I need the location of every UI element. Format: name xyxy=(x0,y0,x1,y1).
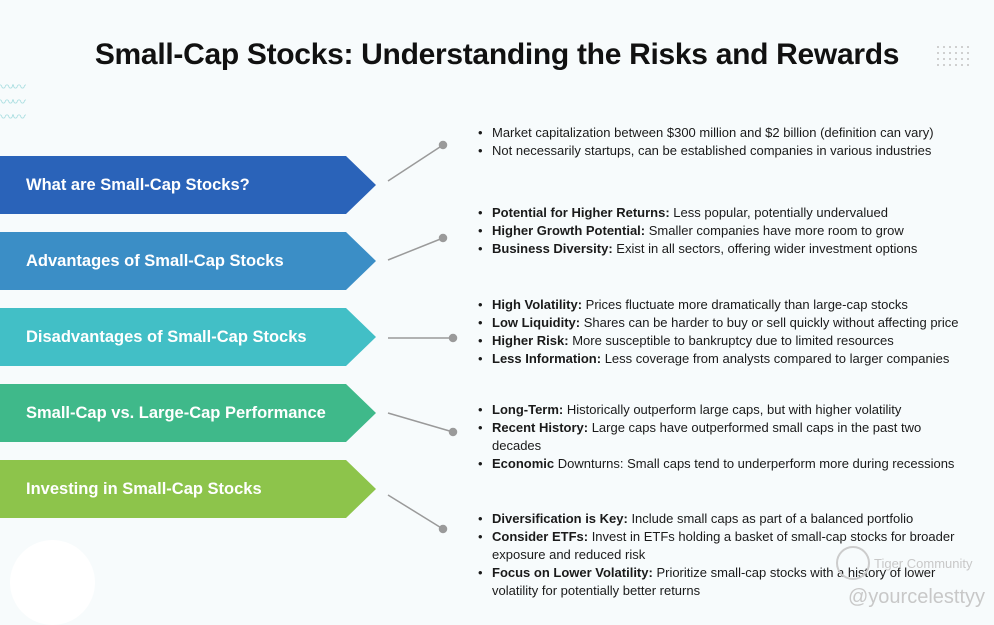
bullet-item: Less Information: Less coverage from ana… xyxy=(478,350,993,368)
connector-2 xyxy=(387,237,444,261)
bullet-item: Higher Risk: More susceptible to bankrup… xyxy=(478,332,993,350)
wave-decoration: 〰〰〰〰〰〰 xyxy=(0,79,26,125)
section-arrow-investing: Investing in Small-Cap Stocks xyxy=(0,460,376,518)
section-arrow-performance: Small-Cap vs. Large-Cap Performance xyxy=(0,384,376,442)
bullets-what-are: Market capitalization between $300 milli… xyxy=(478,124,993,160)
bullets-disadvantages: High Volatility: Prices fluctuate more d… xyxy=(478,296,993,368)
bullet-item: Consider ETFs: Invest in ETFs holding a … xyxy=(478,528,978,564)
bullet-item: Economic Downturns: Small caps tend to u… xyxy=(478,455,968,473)
tiger-logo-icon xyxy=(836,546,870,580)
section-arrow-what-are: What are Small-Cap Stocks? xyxy=(0,156,376,214)
connector-dot xyxy=(438,524,448,534)
section-arrow-advantages: Advantages of Small-Cap Stocks xyxy=(0,232,376,290)
bullet-item: High Volatility: Prices fluctuate more d… xyxy=(478,296,993,314)
page-title: Small-Cap Stocks: Understanding the Risk… xyxy=(94,38,900,71)
bullets-performance: Long-Term: Historically outperform large… xyxy=(478,401,968,473)
bullet-item: Recent History: Large caps have outperfo… xyxy=(478,419,968,455)
connector-dot xyxy=(438,233,448,243)
bullet-item: Low Liquidity: Shares can be harder to b… xyxy=(478,314,993,332)
dot-grid-decoration xyxy=(935,44,971,70)
watermark-handle: @yourcelesttyy xyxy=(848,586,986,608)
bullet-item: Business Diversity: Exist in all sectors… xyxy=(478,240,993,258)
bullet-item: Higher Growth Potential: Smaller compani… xyxy=(478,222,993,240)
connector-1 xyxy=(387,144,444,182)
section-arrow-disadvantages: Disadvantages of Small-Cap Stocks xyxy=(0,308,376,366)
connector-dot xyxy=(448,333,458,343)
connector-dot xyxy=(438,140,448,150)
watermark-brand: Tiger Community xyxy=(874,556,973,571)
bullet-item: Not necessarily startups, can be establi… xyxy=(478,142,993,160)
bullet-item: Long-Term: Historically outperform large… xyxy=(478,401,968,419)
bullet-item: Market capitalization between $300 milli… xyxy=(478,124,993,142)
bullets-advantages: Potential for Higher Returns: Less popul… xyxy=(478,204,993,258)
connector-dot xyxy=(448,427,458,437)
bullet-item: Potential for Higher Returns: Less popul… xyxy=(478,204,993,222)
connector-5 xyxy=(387,494,444,530)
bullet-item: Diversification is Key: Include small ca… xyxy=(478,510,978,528)
circle-decoration xyxy=(10,540,95,625)
connector-4 xyxy=(387,412,454,433)
